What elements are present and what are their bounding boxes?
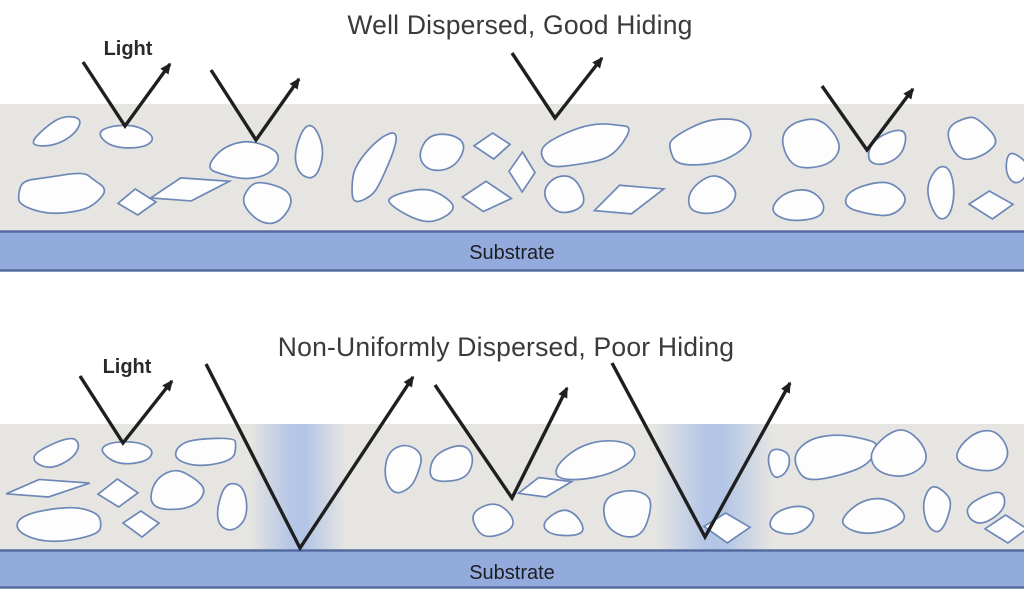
pigment-particle [983,513,1024,545]
panel-well-dispersed: Well Dispersed, Good Hiding Light Substr… [0,10,1024,272]
pigment-particle [922,485,952,533]
pigment-particle [294,124,324,179]
light-penetration-bands [250,424,773,550]
pigment-particle [516,476,575,498]
pigment-particle [867,129,907,166]
pigment-particle [472,503,514,538]
pigment-particle [947,116,997,161]
light-ray-icon [209,69,301,144]
pigment-particle [351,132,397,203]
pigment-particle [767,448,791,479]
pigment-particle [769,505,815,535]
pigment-particle [927,165,955,220]
pigment-particle [772,189,825,222]
light-ray-icon [433,384,569,502]
panel-non-uniformly-dispersed: Non-Uniformly Dispersed, Poor Hiding Lig… [0,332,1024,589]
pigment-particle [844,181,906,217]
light-ray-icon [510,52,604,121]
light-label: Light [104,38,153,60]
panel-title: Non-Uniformly Dispersed, Poor Hiding [278,332,734,362]
pigment-particle [794,434,878,481]
pigment-particle [966,491,1006,524]
pigment-particle [174,437,237,467]
penetration-band [250,424,345,550]
light-label: Light [103,356,152,378]
substrate-label: Substrate [469,562,555,584]
pigment-particle [216,482,248,531]
pigment-particle [543,509,584,537]
pigment-particle [16,506,102,543]
light-ray-icon [78,375,174,446]
pigment-particle [669,118,752,166]
light-ray-icon [204,363,415,552]
pigment-particle [121,509,161,539]
pigment-particle [429,445,474,483]
pigment-particles [5,429,1024,545]
pigment-particle [543,175,585,214]
pigment-particle [148,177,233,202]
pigment-particle [967,190,1015,221]
pigment-particle [5,478,91,498]
light-ray-icon [820,85,915,153]
pigment-particle [150,469,205,511]
pigment-particle [555,439,636,481]
pigment-particle [781,118,840,169]
light-ray-icon [81,61,172,129]
pigment-particle [96,477,140,509]
light-rays [78,362,792,552]
pigment-particle [419,133,465,172]
panel-title: Well Dispersed, Good Hiding [347,10,692,40]
pigment-particles [17,115,1024,225]
pigment-particle [460,180,514,213]
light-rays [81,52,915,153]
pigment-particle [1005,152,1024,184]
pigment-particle [33,437,80,469]
substrate-bar [0,549,1024,589]
pigment-particle [209,140,280,180]
pigment-particle [507,150,537,194]
light-ray-icon [610,362,792,541]
pigment-particle [687,175,737,215]
pigment-particle [603,489,652,538]
pigment-particle [32,115,81,147]
pigment-particle [870,429,927,477]
pigment-particle [388,188,454,223]
pigment-particle [841,497,906,535]
substrate-bar [0,230,1024,272]
pigment-particle [956,429,1009,472]
pigment-particle [592,184,667,215]
pigment-particle [384,444,422,494]
substrate-label: Substrate [469,242,555,264]
pigment-particle [116,187,158,217]
pigment-particle [540,123,630,168]
pigment-particle [242,181,292,225]
pigment-particle [17,172,106,215]
pigment-particle [472,131,512,161]
